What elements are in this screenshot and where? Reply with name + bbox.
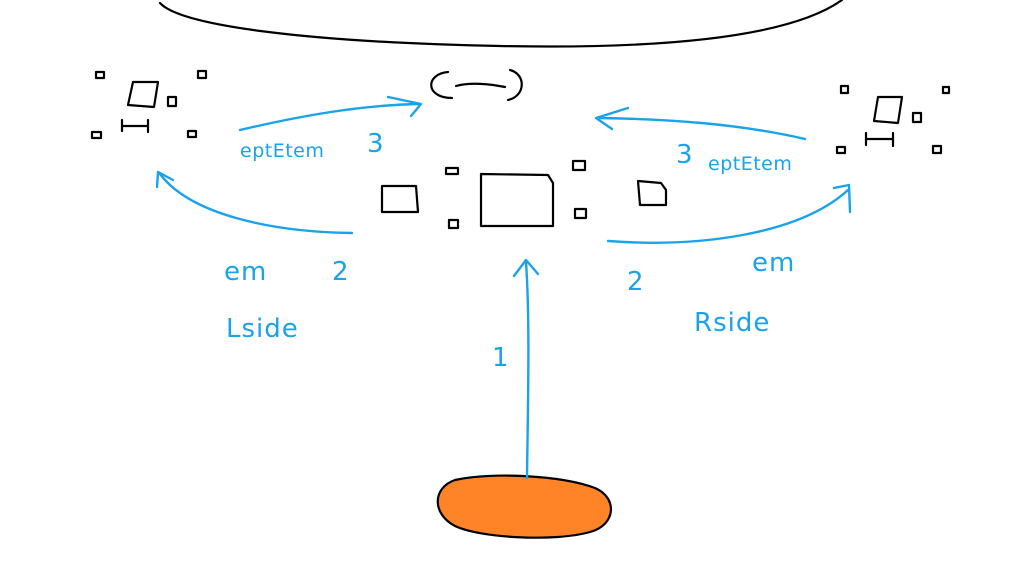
arrow-3-left-head [386,95,423,118]
arrow-3-right-head [594,106,630,131]
label-step-1: 1 [492,343,510,373]
label-left-3-number: 3 [367,129,385,159]
center-box-markers [444,159,588,230]
arena-edge-arc [158,0,844,48]
arrow-1-head [512,258,540,278]
label-left-side: Lside [226,314,299,344]
right-small-box [636,179,668,207]
label-right-3-word: eptEtem [708,153,792,175]
arrow-2-left-head [155,170,175,189]
arrow-2-right [606,188,850,244]
right-machine-cluster [835,84,951,155]
arrow-2-left [158,172,354,235]
label-left-2: 2 [332,257,350,287]
arrow-3-right [596,116,807,141]
label-right-2: 2 [627,267,645,297]
arrow-1-up [524,260,530,480]
orange-start-blob [436,474,613,539]
arrow-3-left [238,102,422,132]
left-small-box [380,184,420,214]
bracket-link-glyph [430,68,523,102]
left-machine-cluster [90,69,208,140]
label-right-3-number: 3 [676,140,694,170]
label-right-side: Rside [694,308,770,338]
center-box [479,172,555,228]
label-left-3-word: eptEtem [240,140,324,162]
arrow-2-right-head [832,183,852,214]
label-left-em: em [224,257,267,287]
label-right-em: em [752,248,795,278]
